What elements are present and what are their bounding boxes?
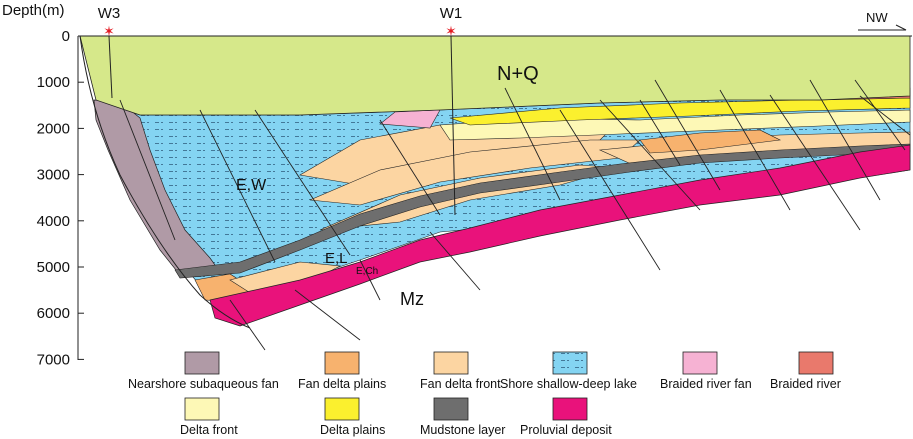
axis-tick-label: 5000: [37, 259, 70, 276]
axis-tick-label: 1000: [37, 74, 70, 91]
well-w3-line: [108, 35, 113, 99]
legend-swatch: [184, 351, 220, 375]
nq-cover: [79, 35, 911, 116]
axis-title: Depth(m): [2, 2, 65, 19]
fan-delta-plains-right: [639, 129, 782, 154]
axis-ticks: 0 1000 2000 3000 4000 5000 6000 7000: [37, 28, 84, 368]
axis-tick-label: 3000: [37, 167, 70, 184]
depth-axis: Depth(m) 0 1000 2000 3000 4000 5000 6000 7000: [2, 2, 912, 368]
proluvial-deposit: [209, 144, 911, 327]
legend-swatch: [552, 397, 588, 421]
direction-arrow-icon: [858, 24, 907, 31]
legend-swatch: [433, 397, 469, 421]
well-w3-star-icon: ✶: [103, 23, 115, 39]
legend-swatch: [798, 351, 834, 375]
direction-indicator: NW: [858, 10, 907, 31]
legend-label: Shore shallow-deep lake: [500, 377, 637, 391]
well-w1-label: W1: [440, 5, 463, 22]
legend-swatch: [184, 397, 220, 421]
unit-mz: Mz: [400, 289, 424, 309]
unit-nq: N+Q: [497, 63, 539, 85]
legend-label: Fan delta front: [420, 377, 501, 391]
unit-el: E,L: [325, 250, 348, 267]
legend-label: Braided river fan: [660, 377, 752, 391]
legend-swatch: [682, 351, 718, 375]
wells: ✶ W3 ✶ W1: [98, 5, 463, 216]
legend-label: Fan delta plains: [298, 377, 386, 391]
basin-outline: [79, 35, 251, 329]
legend-swatch: [552, 351, 588, 375]
well-w1-line: [450, 35, 456, 216]
legend-swatch: [324, 351, 360, 375]
delta-front-band: [439, 109, 911, 141]
unit-ech: E,Ch: [356, 266, 378, 277]
well-w1-star-icon: ✶: [445, 23, 457, 39]
direction-label: NW: [866, 10, 888, 25]
axis-tick-label: 7000: [37, 351, 70, 368]
axis-tick-label: 0: [62, 28, 70, 45]
axis-tick-label: 4000: [37, 213, 70, 230]
axis-tick-label: 2000: [37, 120, 70, 137]
legend-label: Proluvial deposit: [520, 423, 612, 437]
axis-tick-label: 6000: [37, 305, 70, 322]
well-w3-label: W3: [98, 5, 121, 22]
legend-label: Delta plains: [320, 423, 385, 437]
legend-label: Mudstone layer: [420, 423, 505, 437]
basin-layers: [79, 35, 911, 327]
legend: Nearshore subaqueous fan Fan delta plains…: [128, 351, 841, 437]
legend-label: Nearshore subaqueous fan: [128, 377, 279, 391]
faults: [119, 79, 911, 351]
legend-swatch: [433, 351, 469, 375]
legend-swatch: [324, 397, 360, 421]
unit-ew: E,W: [236, 177, 267, 194]
legend-label: Braided river: [770, 377, 841, 391]
legend-label: Delta front: [180, 423, 238, 437]
